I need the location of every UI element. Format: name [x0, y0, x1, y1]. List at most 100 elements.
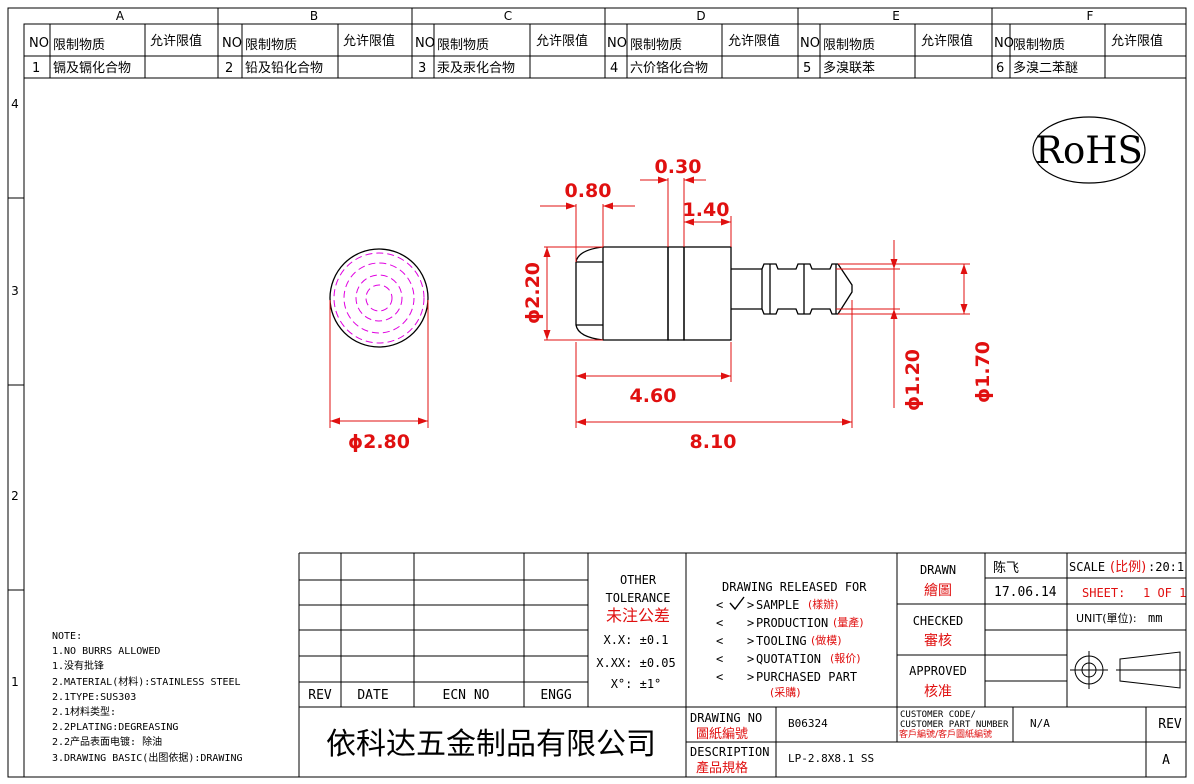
substance-no: 6	[996, 61, 1004, 76]
zone-col-e: E	[892, 9, 900, 23]
dimension-arrows	[543, 176, 968, 426]
header-substance: 限制物质	[823, 38, 875, 53]
header-limit: 允许限值	[728, 33, 780, 49]
svg-text:>: >	[747, 598, 754, 612]
release-sample: SAMPLE	[756, 598, 799, 612]
note-line: 3.DRAWING BASIC(出图依据):DRAWING	[52, 752, 243, 764]
substance-name: 汞及汞化合物	[437, 61, 515, 76]
substance-no: 4	[610, 61, 618, 76]
scale-label-cn: (比例)	[1110, 560, 1146, 575]
release-sample-cn: (樣辦)	[808, 597, 839, 611]
rev-value: A	[1162, 753, 1170, 768]
svg-text:>: >	[747, 634, 754, 648]
zone-row-2: 2	[11, 489, 19, 503]
release-production-cn: (量產)	[833, 615, 864, 629]
rohs-mark: RoHS	[1032, 116, 1146, 184]
dim-diameter-2-80: ϕ2.80	[348, 431, 410, 453]
tolerance-title-cn: 未注公差	[606, 606, 670, 625]
svg-text:<: <	[716, 598, 723, 612]
zone-col-d: D	[696, 9, 705, 23]
substance-name: 多溴二苯醚	[1013, 60, 1078, 76]
drawing-no-value: B06324	[788, 717, 828, 730]
company-name: 依科达五金制品有限公司	[326, 727, 656, 762]
signature-block: DRAWN 繪圖 陈飞 17.06.14 CHECKED 審核 APPROVED…	[909, 560, 1057, 700]
zone-col-a: A	[116, 9, 125, 23]
svg-text:>: >	[747, 616, 754, 630]
svg-text:>: >	[747, 670, 754, 684]
engg-header: ENGG	[540, 688, 571, 703]
unit-value: mm	[1148, 611, 1162, 625]
tolerance-xx: X.XX: ±0.05	[596, 656, 675, 670]
header-no: NO	[415, 36, 435, 51]
header-substance: 限制物质	[1013, 38, 1065, 53]
substance-no: 5	[803, 61, 811, 76]
description-label-cn: 產品規格	[696, 760, 748, 776]
header-limit: 允许限值	[343, 33, 395, 49]
release-purchased-cn: (采購)	[770, 685, 801, 699]
notes: NOTE: 1.NO BURRS ALLOWED 1.没有批锋 2.MATERI…	[52, 629, 243, 766]
approved-label-cn: 核准	[924, 684, 952, 700]
title-block	[298, 552, 1186, 777]
note-line: 2.MATERIAL(材料):STAINLESS STEEL	[52, 676, 241, 688]
substance-name: 多溴联苯	[823, 60, 875, 76]
release-tooling: TOOLING	[756, 634, 807, 648]
dimension-values: 0.80 0.30 1.40 4.60 8.10 ϕ2.20 ϕ1.20 ϕ1.…	[522, 156, 994, 453]
header-limit: 允许限值	[536, 33, 588, 49]
description-label: DESCRIPTION	[690, 745, 769, 759]
tolerance-block: OTHER TOLERANCE 未注公差 X.X: ±0.1 X.XX: ±0.…	[596, 573, 675, 691]
drawing-info: DRAWING NO 圖紙編號 B06324 DESCRIPTION 產品規格 …	[690, 710, 1182, 776]
zone-col-c: C	[504, 9, 512, 23]
drawn-date: 17.06.14	[994, 585, 1057, 600]
description-value: LP-2.8X8.1 SS	[788, 752, 874, 765]
substance-no: 2	[225, 61, 233, 76]
header-no: NO	[994, 36, 1014, 51]
rev-header: REV	[308, 688, 332, 703]
dim-diameter-1-20: ϕ1.20	[902, 349, 924, 411]
ecn-header: ECN NO	[443, 688, 490, 703]
release-quotation-cn: (報价)	[830, 652, 861, 665]
customer-label-2: CUSTOMER PART NUMBER	[900, 720, 1009, 730]
header-substance: 限制物质	[630, 38, 682, 53]
dim-1-40: 1.40	[683, 199, 730, 221]
note-line: 2.1材料类型:	[52, 707, 117, 719]
restricted-substances-table: NO 限制物质 允许限值 NO 限制物质 允许限值 NO 限制物质 允许限值 N…	[24, 24, 1186, 79]
tolerance-title-1: OTHER	[620, 573, 657, 587]
header-limit: 允许限值	[150, 33, 202, 49]
rohs-label: RoHS	[1035, 129, 1143, 172]
check-mark-icon	[729, 596, 745, 611]
dim-8-10: 8.10	[690, 431, 737, 453]
header-limit: 允许限值	[1111, 33, 1163, 49]
checked-label: CHECKED	[913, 614, 964, 628]
date-header: DATE	[357, 688, 388, 703]
dim-0-80: 0.80	[565, 180, 612, 202]
zone-row-3: 3	[11, 284, 19, 298]
svg-text:<: <	[716, 616, 723, 630]
drawn-label-cn: 繪圖	[924, 582, 952, 599]
zone-col-b: B	[310, 9, 318, 23]
approved-label: APPROVED	[909, 664, 967, 678]
header-no: NO	[607, 36, 627, 51]
tolerance-title-2: TOLERANCE	[605, 591, 670, 605]
release-purchased: PURCHASED PART	[756, 670, 857, 684]
scale-value: :20:1	[1148, 560, 1184, 574]
svg-text:<: <	[716, 670, 723, 684]
release-production: PRODUCTION	[756, 616, 828, 630]
dim-diameter-1-70: ϕ1.70	[972, 341, 994, 403]
svg-text:<: <	[716, 634, 723, 648]
projection-symbol-icon	[1070, 651, 1186, 689]
note-line: NOTE:	[52, 631, 83, 642]
release-tooling-cn: (做模)	[811, 633, 842, 647]
drawing-no-label: DRAWING NO	[690, 711, 762, 725]
header-no: NO	[29, 36, 49, 51]
release-block: DRAWING RELEASED FOR <> SAMPLE (樣辦) <> P…	[716, 580, 867, 699]
substance-no: 1	[32, 61, 40, 76]
sheet-value: 1 OF 1	[1143, 586, 1186, 600]
note-line: 2.2PLATING:DEGREASING	[52, 722, 179, 734]
zone-col-f: F	[1087, 9, 1094, 23]
release-quotation: QUOTATION	[756, 652, 821, 666]
checked-label-cn: 審核	[924, 633, 952, 649]
note-line: 2.1TYPE:SUS303	[52, 691, 137, 703]
svg-text:<: <	[716, 652, 723, 666]
sheet-label: SHEET:	[1082, 586, 1125, 600]
